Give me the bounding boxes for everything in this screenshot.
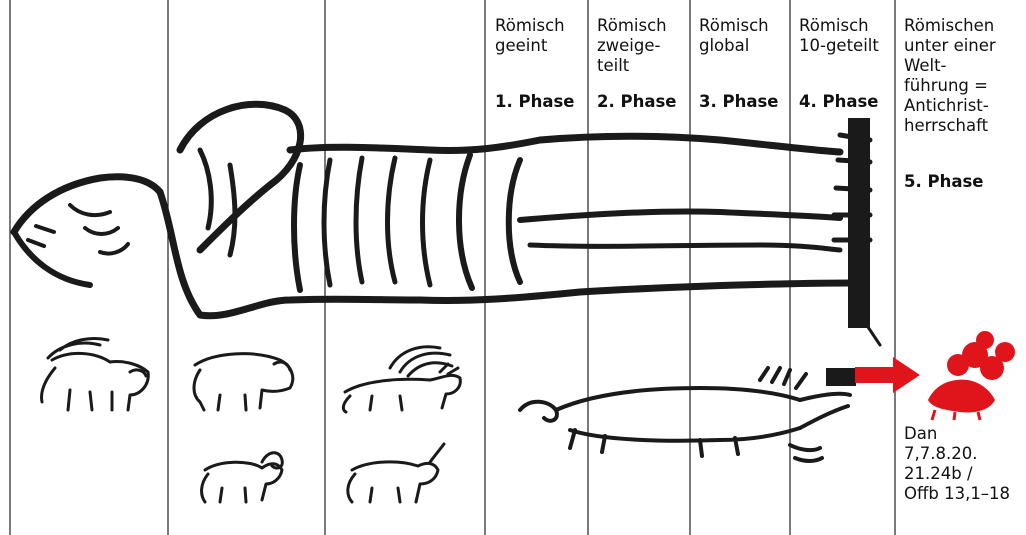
leopard-with-wings-icon	[343, 347, 460, 412]
column-dividers	[10, 0, 895, 535]
lion-with-wings-icon	[42, 338, 149, 410]
column-title-3: Römisch global	[699, 16, 769, 56]
phase-label-5: 5. Phase	[904, 172, 983, 191]
phase-label-2: 2. Phase	[597, 92, 676, 111]
column-title-2: Römisch zweige- teilt	[597, 16, 667, 76]
red-beast-icon	[928, 331, 1015, 420]
bear-icon	[194, 354, 293, 410]
beast-head-block	[826, 368, 856, 386]
column-title-4: Römisch 10-geteilt	[799, 16, 879, 56]
phase-label-4: 4. Phase	[799, 92, 878, 111]
phase-label-1: 1. Phase	[495, 92, 574, 111]
ram-icon	[202, 453, 283, 502]
scripture-reference: Dan 7,7.8.20. 21.24b / Offb 13,1–18	[904, 424, 1010, 504]
column-title-5: Römischen unter einer Welt- führung = An…	[904, 16, 996, 136]
statue-feet-block	[848, 118, 870, 328]
column-title-1: Römisch geeint	[495, 16, 565, 56]
fourth-beast-icon	[520, 368, 856, 461]
phase-label-3: 3. Phase	[699, 92, 778, 111]
red-arrow-icon	[855, 357, 920, 393]
goat-with-horn-icon	[348, 444, 444, 502]
statue-figure-icon	[14, 104, 880, 345]
